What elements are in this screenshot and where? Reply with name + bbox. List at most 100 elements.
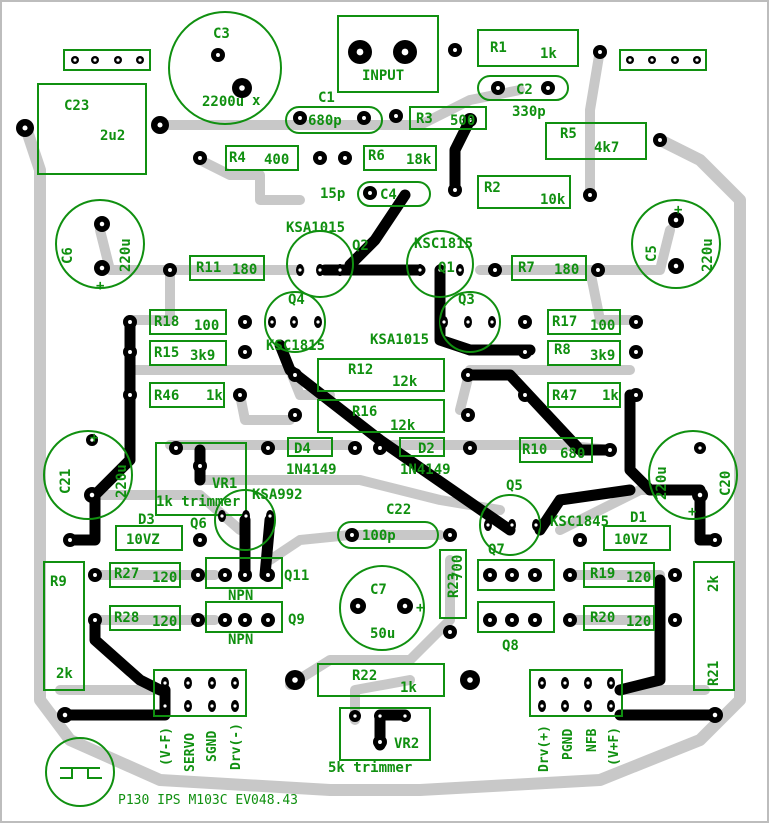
pad-hole: [128, 350, 132, 354]
pad-hole: [448, 533, 452, 537]
c7-plus: +: [416, 600, 424, 616]
pad-hole: [634, 393, 638, 397]
pad-hole: [174, 446, 178, 450]
d4-ref: D4: [294, 441, 311, 457]
pad-hole: [90, 438, 94, 442]
r3-value: 500: [450, 113, 475, 129]
pad-hole: [673, 618, 677, 622]
pad-hole: [628, 58, 632, 62]
c20-value: 220u: [654, 466, 670, 500]
pad-hole: [466, 413, 470, 417]
q1-ref: Q1: [438, 260, 455, 276]
c4-value: 15p: [320, 186, 345, 202]
pad-hole: [186, 681, 190, 685]
q8-ref: Q8: [502, 638, 519, 654]
pad-hole: [355, 603, 361, 609]
pad-hole: [578, 538, 582, 542]
r1-value: 1k: [540, 46, 557, 62]
pad-hole: [266, 573, 270, 577]
pad-hole: [609, 704, 613, 708]
pad-hole: [468, 446, 472, 450]
pad-hole: [568, 573, 572, 577]
r15-value: 3k9: [190, 348, 215, 364]
r12-ref: R12: [348, 362, 373, 378]
c21-value: 220u: [114, 464, 130, 498]
r7-value: 180: [554, 262, 579, 278]
pad-hole: [673, 58, 677, 62]
vr2-value: 5k trimmer: [328, 760, 412, 776]
pad-hole: [138, 58, 142, 62]
pad-hole: [196, 573, 200, 577]
pad-hole: [316, 320, 320, 324]
pad-hole: [673, 263, 679, 269]
pad-hole: [488, 573, 492, 577]
q6-ref: Q6: [190, 516, 207, 532]
pad-hole: [353, 446, 357, 450]
pad-hole: [292, 677, 298, 683]
conn-right-pgnd: PGND: [561, 729, 576, 760]
pad-hole: [198, 464, 202, 468]
conn-right-vf: (V+F): [607, 727, 622, 766]
r28-value: 120: [152, 614, 177, 630]
c20-ref: C20: [718, 471, 734, 496]
pad-hole: [343, 156, 347, 160]
pad-hole: [634, 350, 638, 354]
pad-hole: [598, 50, 602, 54]
q2-ref: Q2: [352, 238, 369, 254]
pad-hole: [22, 125, 28, 131]
r16-ref: R16: [352, 404, 377, 420]
pad-hole: [244, 514, 248, 518]
r1-ref: R1: [490, 40, 507, 56]
q3-part: KSA1015: [370, 332, 429, 348]
pad-hole: [298, 268, 302, 272]
r5-value: 4k7: [594, 140, 619, 156]
pad-hole: [442, 320, 446, 324]
pad-hole: [488, 618, 492, 622]
d2-part: 1N4149: [400, 462, 451, 478]
pad-hole: [523, 393, 527, 397]
c6-ref: C6: [60, 247, 76, 264]
pad-hole: [486, 523, 490, 527]
pad-hole: [223, 618, 227, 622]
pad-hole: [403, 714, 407, 718]
pad-hole: [293, 413, 297, 417]
c21-plus: +: [90, 430, 98, 446]
pad-hole: [510, 573, 514, 577]
c2-value: 330p: [512, 104, 546, 120]
c1-ref: C1: [318, 90, 335, 106]
pad-hole: [418, 268, 422, 272]
pad-hole: [496, 86, 500, 90]
d3-part: 10VZ: [126, 532, 160, 548]
r22-value: 1k: [400, 680, 417, 696]
r23-ref: R23: [446, 573, 462, 598]
pad-hole: [402, 603, 408, 609]
pad-hole: [378, 714, 382, 718]
r20-value: 120: [626, 614, 651, 630]
pad-hole: [196, 618, 200, 622]
pad-hole: [453, 48, 457, 52]
pad-hole: [362, 116, 366, 120]
r9-ref: R9: [50, 574, 67, 590]
pad-hole: [128, 393, 132, 397]
pad-hole: [378, 740, 382, 744]
pad-hole: [243, 350, 247, 354]
pad-hole: [458, 268, 462, 272]
pad-hole: [546, 86, 550, 90]
pad-hole: [563, 681, 567, 685]
q2-part: KSA1015: [286, 220, 345, 236]
r21-ref: R21: [706, 661, 722, 686]
pad-hole: [608, 448, 612, 452]
q9-part: NPN: [228, 632, 253, 648]
q6-part: KSA992: [252, 487, 303, 503]
r11-ref: R11: [196, 260, 221, 276]
r6-ref: R6: [368, 148, 385, 164]
pad-hole: [401, 48, 409, 56]
pad-hole: [298, 116, 302, 120]
pad-hole: [438, 268, 442, 272]
pad-hole: [534, 523, 538, 527]
conn-left-vf: (V-F): [159, 727, 174, 766]
c3-cross: x: [252, 93, 261, 109]
conn-right-drvplus: Drv(+): [537, 725, 552, 772]
q11-part: NPN: [228, 588, 253, 604]
